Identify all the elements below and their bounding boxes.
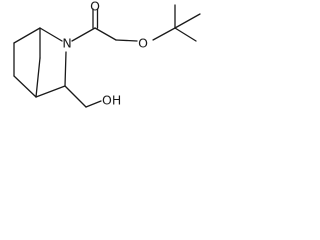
boc-group xyxy=(71,4,201,42)
bond-c3-ch2 xyxy=(64,85,87,108)
bond-cq-methyl-down xyxy=(174,27,197,42)
bond-carbonyl-ester-o-tail xyxy=(115,39,138,42)
bicyclic-ring xyxy=(13,27,67,98)
bond-carbonyl-ester-o xyxy=(94,27,117,41)
bond-c1-n xyxy=(39,27,63,42)
bond-cq-methyl-right xyxy=(174,13,201,29)
bond-n-c3 xyxy=(64,51,67,87)
chemical-structure-diagram: N O O OH xyxy=(13,0,201,108)
bond-n-carbonyl xyxy=(71,27,96,42)
hydroxymethyl-group xyxy=(64,85,102,108)
bond-ester-o-cq xyxy=(152,27,176,41)
hydroxyl-label: OH xyxy=(102,93,121,108)
carbonyl-oxygen-label: O xyxy=(90,0,100,14)
ester-oxygen-label: O xyxy=(138,36,148,51)
nitrogen-label: N xyxy=(62,36,71,51)
bond-c3-c4 xyxy=(35,85,66,98)
bond-c7-c8 xyxy=(35,57,41,98)
bond-ch2-o xyxy=(85,100,102,108)
bond-c1-c6 xyxy=(13,27,41,44)
bond-c5-c4 xyxy=(13,75,37,98)
